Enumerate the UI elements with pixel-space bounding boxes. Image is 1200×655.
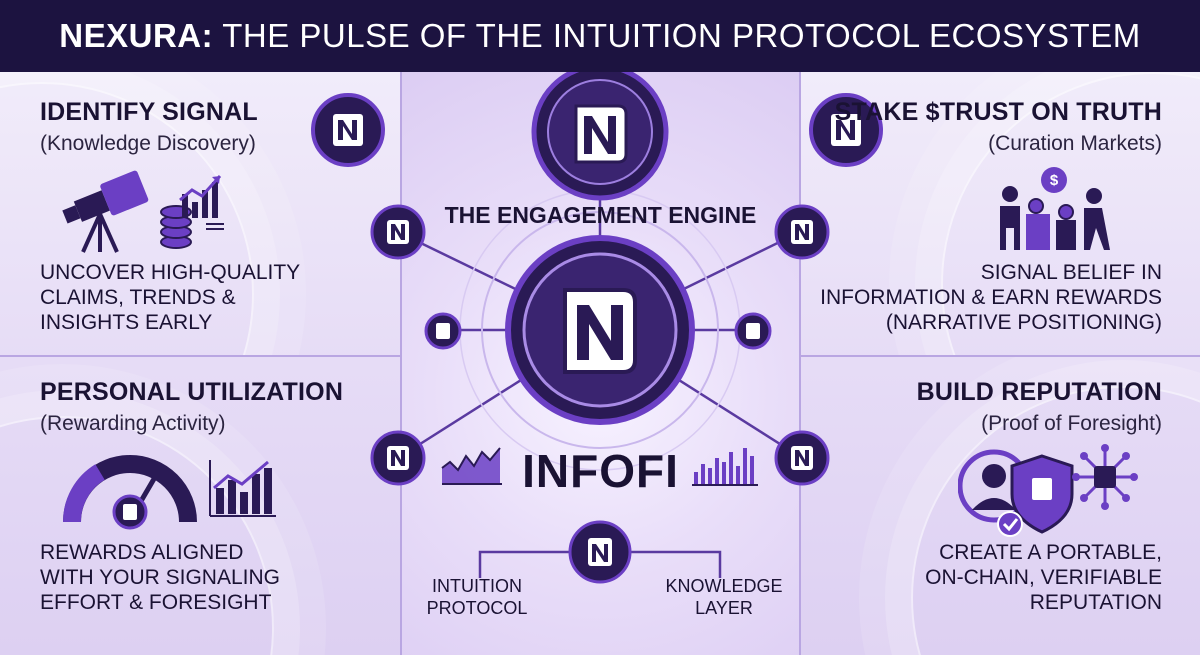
panel-stake-trust (801, 72, 1200, 355)
desc-line: INFORMATION & EARN REWARDS (820, 286, 1162, 309)
nexura-logo-node-mid-right (734, 312, 772, 350)
panel-identify-signal (0, 72, 400, 355)
user-shield-check-icon (958, 449, 1074, 537)
nexura-logo-panel-tr (809, 93, 883, 167)
desc-line: SIGNAL BELIEF IN (980, 261, 1162, 284)
personal-utilization-title: PERSONAL UTILIZATION (40, 378, 344, 406)
build-reputation-subtitle: (Proof of Foresight) (981, 412, 1162, 435)
title-rest: THE PULSE OF THE INTUITION PROTOCOL ECOS… (222, 17, 1141, 54)
area-chart-icon (441, 447, 502, 485)
desc-line: (NARRATIVE POSITIONING) (885, 311, 1162, 334)
desc-line: UNCOVER HIGH-QUALITY (40, 261, 301, 284)
knowledge-layer-label: KNOWLEDGE LAYER (662, 575, 786, 619)
network-chip-icon (1072, 444, 1138, 510)
desc-line: REWARDS ALIGNED (40, 541, 244, 564)
nexura-logo-panel-tl (311, 93, 385, 167)
stake-trust-subtitle: (Curation Markets) (988, 132, 1162, 155)
svg-text:$: $ (1050, 172, 1059, 189)
infofi-label: INFOFI (522, 445, 679, 497)
stake-trust-title: STAKE $TRUST ON TRUTH (834, 98, 1162, 126)
divider-right (801, 355, 1200, 357)
stake-trust-desc: SIGNAL BELIEF IN INFORMATION & EARN REWA… (820, 260, 1162, 335)
nexura-logo-node-upper-right (774, 204, 830, 260)
bar-chart-icon (692, 448, 758, 486)
gauge-icon (62, 455, 197, 530)
nexura-logo-node-upper-left (370, 204, 426, 260)
nexura-logo-node-lower-left (370, 430, 426, 486)
brand-name: NEXURA: (59, 17, 214, 54)
people-staking-coins-icon: $ (1000, 167, 1110, 250)
label-line: INTUITION (432, 576, 522, 596)
personal-utilization-subtitle: (Rewarding Activity) (40, 412, 226, 435)
label-line: PROTOCOL (426, 598, 528, 618)
panel-build-reputation (801, 356, 1200, 655)
nexura-logo-node-bottom (568, 520, 632, 584)
infographic: IDENTIFY SIGNAL (Knowledge Discovery) UN… (0, 72, 1200, 655)
header-bar: NEXURA: THE PULSE OF THE INTUITION PROTO… (0, 0, 1200, 72)
identify-signal-subtitle: (Knowledge Discovery) (40, 132, 256, 155)
engine-title: THE ENGAGEMENT ENGINE (444, 202, 757, 228)
bar-chart-up-icon (179, 174, 224, 230)
identify-signal-desc: UNCOVER HIGH-QUALITY CLAIMS, TRENDS & IN… (40, 260, 300, 335)
nexura-logo-node-lower-right (774, 430, 830, 486)
telescope-icon (62, 170, 149, 253)
desc-line: INSIGHTS EARLY (40, 311, 213, 334)
desc-line: ON-CHAIN, VERIFIABLE (925, 566, 1162, 589)
build-reputation-title: BUILD REPUTATION (916, 378, 1162, 406)
panel-personal-utilization (0, 356, 400, 655)
nexura-logo-icon-top (531, 72, 669, 201)
page-title: NEXURA: THE PULSE OF THE INTUITION PROTO… (59, 17, 1140, 55)
personal-utilization-desc: REWARDS ALIGNED WITH YOUR SIGNALING EFFO… (40, 540, 280, 615)
bar-chart-up-icon-2 (209, 460, 276, 517)
desc-line: WITH YOUR SIGNALING (40, 566, 280, 589)
identify-signal-title: IDENTIFY SIGNAL (40, 98, 258, 126)
desc-line: EFFORT & FORESIGHT (40, 591, 272, 614)
desc-line: REPUTATION (1029, 591, 1162, 614)
desc-line: CREATE A PORTABLE, (939, 541, 1162, 564)
label-line: LAYER (695, 598, 753, 618)
intuition-protocol-label: INTUITION PROTOCOL (422, 575, 532, 619)
nexura-logo-icon-center (505, 235, 695, 425)
build-reputation-desc: CREATE A PORTABLE, ON-CHAIN, VERIFIABLE … (925, 540, 1162, 615)
desc-line: CLAIMS, TRENDS & (40, 286, 236, 309)
nexura-logo-node-mid-left (424, 312, 462, 350)
divider-left (0, 355, 400, 357)
label-line: KNOWLEDGE (665, 576, 783, 596)
